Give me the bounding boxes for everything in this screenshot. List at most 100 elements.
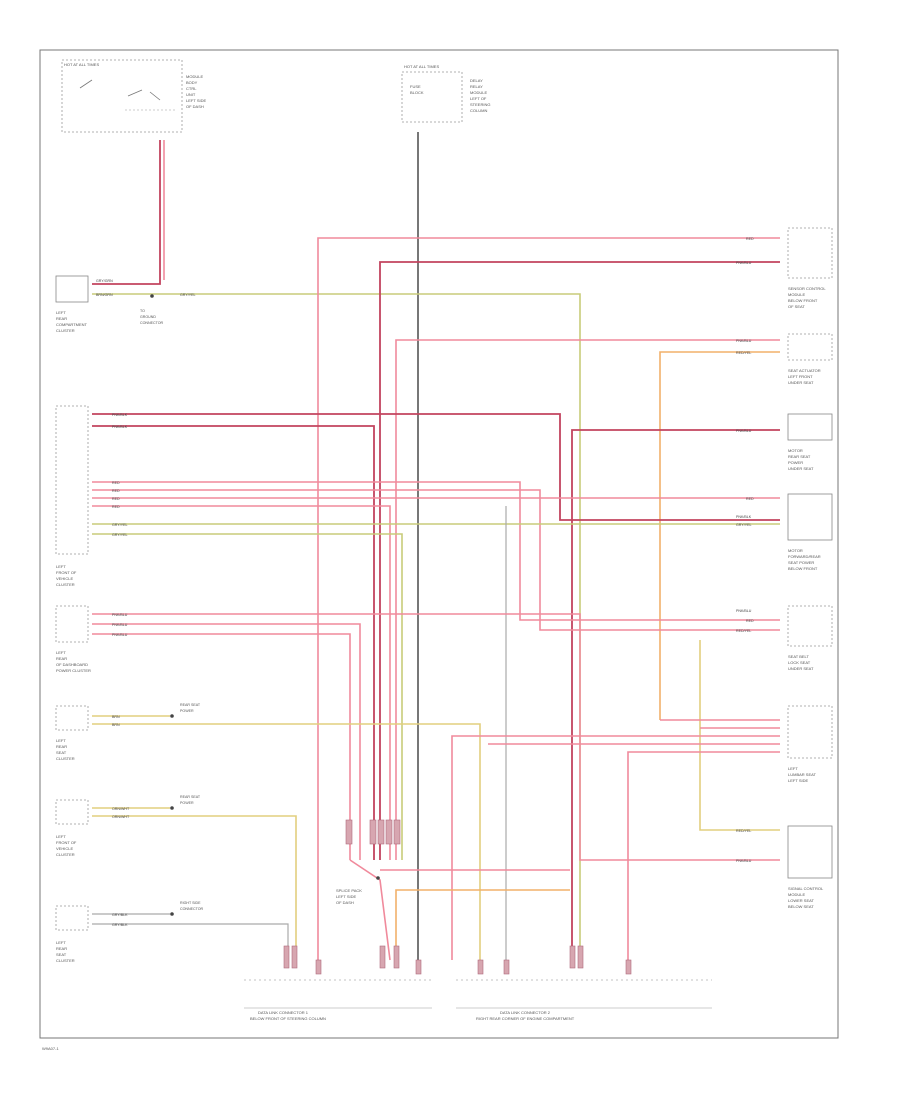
left-pin-labels: GRY/GRN BRN/GRN GRY/YEL PNK/BLK PNK/BLK …	[96, 279, 196, 927]
svg-text:RED: RED	[112, 489, 120, 493]
svg-text:GRY/GRN: GRY/GRN	[96, 279, 113, 283]
svg-text:RED: RED	[112, 481, 120, 485]
svg-text:GRY/YEL: GRY/YEL	[112, 533, 128, 537]
splice-point-5	[376, 876, 380, 880]
svg-text:SEAT ACTUATOR: SEAT ACTUATOR	[788, 368, 821, 373]
svg-text:ORN/WHT: ORN/WHT	[112, 815, 130, 819]
right-component-1: SENSOR CONTROL MODULE BELOW FRONT OF SEA…	[787, 227, 833, 309]
right-component-2: SEAT ACTUATOR LEFT FRONT UNDER SEAT	[787, 333, 833, 385]
svg-text:BLOCK: BLOCK	[410, 90, 424, 95]
wire-18	[92, 613, 780, 861]
svg-text:BELOW SEAT: BELOW SEAT	[788, 904, 814, 909]
wire-26	[627, 751, 780, 960]
left-component-5: LEFT FRONT OF VEHICLE CLUSTER REAR SEAT …	[55, 795, 201, 857]
svg-text:SEAT: SEAT	[56, 750, 67, 755]
svg-text:LEFT SIDE: LEFT SIDE	[186, 98, 206, 103]
svg-text:REAR SEAT: REAR SEAT	[180, 703, 201, 707]
svg-text:DELAY: DELAY	[470, 78, 483, 83]
svg-text:SEAT BELT: SEAT BELT	[788, 654, 809, 659]
svg-text:PNK/BLU: PNK/BLU	[736, 261, 752, 265]
wire-23	[92, 723, 481, 960]
svg-text:GRY/BLK: GRY/BLK	[112, 913, 128, 917]
svg-text:LOWER SEAT: LOWER SEAT	[788, 898, 814, 903]
splice-label: SPLICE PACK LEFT SIDE OF DASH	[336, 888, 362, 905]
svg-text:GRY/YEL: GRY/YEL	[736, 523, 752, 527]
svg-text:LEFT FRONT: LEFT FRONT	[788, 374, 813, 379]
svg-text:BRN: BRN	[112, 715, 120, 719]
svg-text:FUSE: FUSE	[410, 84, 421, 89]
svg-text:OF DASH: OF DASH	[186, 104, 204, 109]
wire-9	[92, 425, 375, 860]
svg-text:HOT AT ALL TIMES: HOT AT ALL TIMES	[404, 64, 439, 69]
wire-16	[92, 533, 403, 860]
wire-11	[92, 481, 780, 621]
svg-text:VEHICLE: VEHICLE	[56, 576, 73, 581]
svg-text:CTRL: CTRL	[186, 86, 197, 91]
svg-text:UNDER SEAT: UNDER SEAT	[788, 466, 814, 471]
svg-text:MODULE: MODULE	[788, 292, 805, 297]
svg-text:MODULE: MODULE	[788, 892, 805, 897]
svg-text:LEFT: LEFT	[788, 766, 798, 771]
svg-text:LUMBAR SEAT: LUMBAR SEAT	[788, 772, 816, 777]
data-link-connector-left: DATA LINK CONNECTOR 1 BELOW FRONT OF STE…	[244, 979, 432, 1021]
svg-text:PNK/BLU: PNK/BLU	[736, 859, 752, 863]
splice-point-3	[170, 806, 174, 810]
svg-text:LEFT: LEFT	[56, 940, 66, 945]
svg-text:PNK/BLU: PNK/BLU	[112, 623, 128, 627]
data-link-connector-right: DATA LINK CONNECTOR 2 RIGHT REAR CORNER …	[456, 979, 712, 1021]
wire-4	[317, 237, 780, 960]
svg-text:OF SEAT: OF SEAT	[788, 304, 805, 309]
svg-text:BELOW FRONT: BELOW FRONT	[788, 566, 818, 571]
svg-text:PNK/BLU: PNK/BLU	[736, 429, 752, 433]
wire-24	[451, 735, 780, 960]
svg-text:PNK/BLK: PNK/BLK	[112, 413, 128, 417]
svg-text:CLUSTER: CLUSTER	[56, 756, 75, 761]
svg-text:REAR: REAR	[56, 946, 67, 951]
wire-32	[92, 923, 289, 960]
svg-text:BELOW FRONT: BELOW FRONT	[788, 298, 818, 303]
svg-text:PNK/BLU: PNK/BLU	[736, 609, 752, 613]
svg-text:PNK/BLU: PNK/BLU	[736, 339, 752, 343]
page-reference: W9A07-1	[42, 1046, 59, 1051]
svg-text:RELAY: RELAY	[470, 84, 483, 89]
wire-7	[659, 351, 780, 720]
svg-text:GRY/BLK: GRY/BLK	[112, 923, 128, 927]
top-left-switch-component: HOT AT ALL TIMES MODULE BODY CTRL UNIT L…	[61, 59, 206, 133]
svg-text:UNDER SEAT: UNDER SEAT	[788, 380, 814, 385]
svg-text:POWER: POWER	[788, 460, 803, 465]
svg-text:CONNECTOR: CONNECTOR	[140, 321, 163, 325]
bottom-connector-terminals	[283, 945, 632, 975]
svg-text:RED: RED	[746, 497, 754, 501]
svg-text:ORN/WHT: ORN/WHT	[112, 807, 130, 811]
svg-text:GROUND: GROUND	[140, 315, 156, 319]
svg-text:PNK/BLK: PNK/BLK	[112, 425, 128, 429]
diagram-frame	[39, 49, 839, 1039]
splice-point-1	[150, 294, 154, 298]
svg-text:SEAT POWER: SEAT POWER	[788, 560, 814, 565]
svg-text:OF DASH: OF DASH	[336, 900, 354, 905]
svg-text:LEFT OF: LEFT OF	[470, 96, 487, 101]
wire-8	[92, 413, 780, 521]
svg-text:LEFT SIDE: LEFT SIDE	[788, 778, 808, 783]
right-component-7: SIGNAL CONTROL MODULE LOWER SEAT BELOW S…	[787, 825, 833, 909]
svg-text:LEFT SIDE: LEFT SIDE	[336, 894, 356, 899]
top-center-module: HOT AT ALL TIMES FUSE BLOCK DELAY RELAY …	[401, 64, 490, 123]
svg-text:LEFT: LEFT	[56, 738, 66, 743]
svg-text:GRY/YEL: GRY/YEL	[180, 293, 196, 297]
wire-20	[92, 633, 351, 860]
svg-text:MOTOR: MOTOR	[788, 448, 803, 453]
svg-text:LEFT: LEFT	[56, 564, 66, 569]
svg-text:PNK/BLU: PNK/BLU	[112, 613, 128, 617]
svg-text:REAR: REAR	[56, 656, 67, 661]
wire-35	[395, 889, 570, 960]
svg-text:REAR SEAT: REAR SEAT	[788, 454, 811, 459]
svg-text:PNK/BLK: PNK/BLK	[736, 515, 752, 519]
svg-text:RIGHT REAR CORNER OF ENGINE CO: RIGHT REAR CORNER OF ENGINE COMPARTMENT	[476, 1016, 575, 1021]
svg-text:PNK/BLU: PNK/BLU	[112, 633, 128, 637]
svg-text:CLUSTER: CLUSTER	[56, 958, 75, 963]
svg-text:BELOW FRONT OF STEERING COLUMN: BELOW FRONT OF STEERING COLUMN	[250, 1016, 326, 1021]
left-component-6: LEFT REAR SEAT CLUSTER RIGHT SIDE CONNEC…	[55, 901, 203, 963]
svg-text:TO: TO	[140, 309, 145, 313]
svg-text:REAR: REAR	[56, 316, 67, 321]
svg-text:BODY: BODY	[186, 80, 198, 85]
